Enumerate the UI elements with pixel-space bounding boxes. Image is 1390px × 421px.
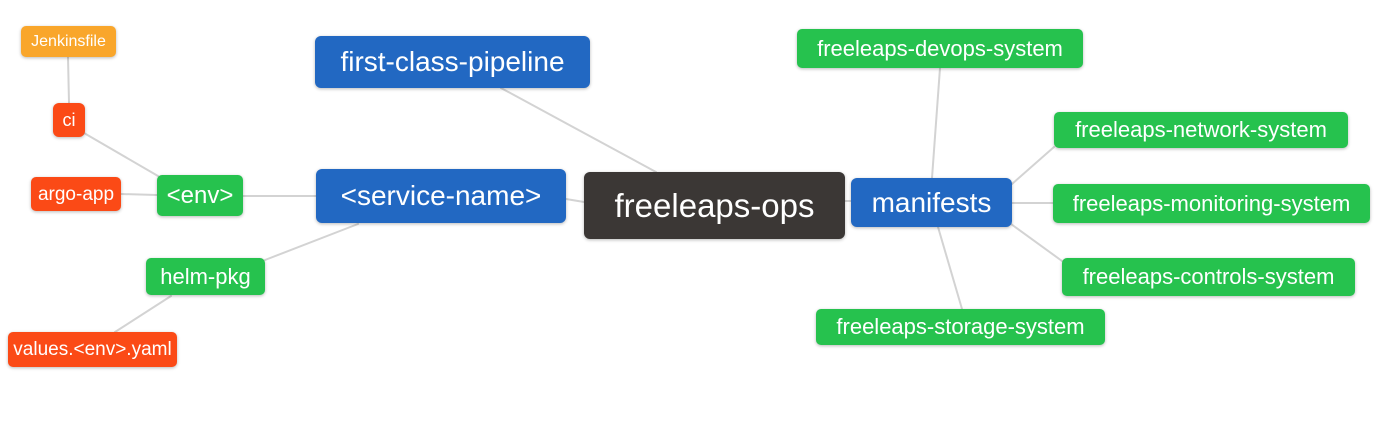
edge-manifests-devops bbox=[931, 67, 941, 179]
node-values-env-yaml[interactable]: values.<env>.yaml bbox=[8, 332, 177, 367]
node-env[interactable]: <env> bbox=[157, 175, 243, 216]
node-first-class-pipeline[interactable]: first-class-pipeline bbox=[315, 36, 590, 88]
edge-jenkinsfile-ci bbox=[67, 56, 70, 104]
node-helm-pkg[interactable]: helm-pkg bbox=[146, 258, 265, 295]
node-jenkinsfile[interactable]: Jenkinsfile bbox=[21, 26, 116, 57]
node-freeleaps-ops[interactable]: freeleaps-ops bbox=[584, 172, 845, 239]
edge-ci-env bbox=[83, 132, 159, 177]
node-storage-system[interactable]: freeleaps-storage-system bbox=[816, 309, 1105, 345]
edge-values-helm-pkg bbox=[114, 295, 172, 333]
edge-pipeline-ops bbox=[500, 87, 657, 173]
node-service-name[interactable]: <service-name> bbox=[316, 169, 566, 223]
edge-argo-app-env bbox=[120, 193, 158, 196]
node-network-system[interactable]: freeleaps-network-system bbox=[1054, 112, 1348, 148]
edge-service-name-ops bbox=[565, 198, 585, 203]
node-manifests[interactable]: manifests bbox=[851, 178, 1012, 227]
edge-manifests-storage bbox=[937, 226, 963, 310]
node-devops-system[interactable]: freeleaps-devops-system bbox=[797, 29, 1083, 68]
node-argo-app[interactable]: argo-app bbox=[31, 177, 121, 211]
edge-helm-pkg-service-name bbox=[264, 223, 359, 261]
edge-manifests-controls bbox=[1010, 223, 1063, 262]
node-ci[interactable]: ci bbox=[53, 103, 85, 137]
edge-manifests-network bbox=[1011, 146, 1055, 185]
node-monitoring-system[interactable]: freeleaps-monitoring-system bbox=[1053, 184, 1370, 223]
node-controls-system[interactable]: freeleaps-controls-system bbox=[1062, 258, 1355, 296]
